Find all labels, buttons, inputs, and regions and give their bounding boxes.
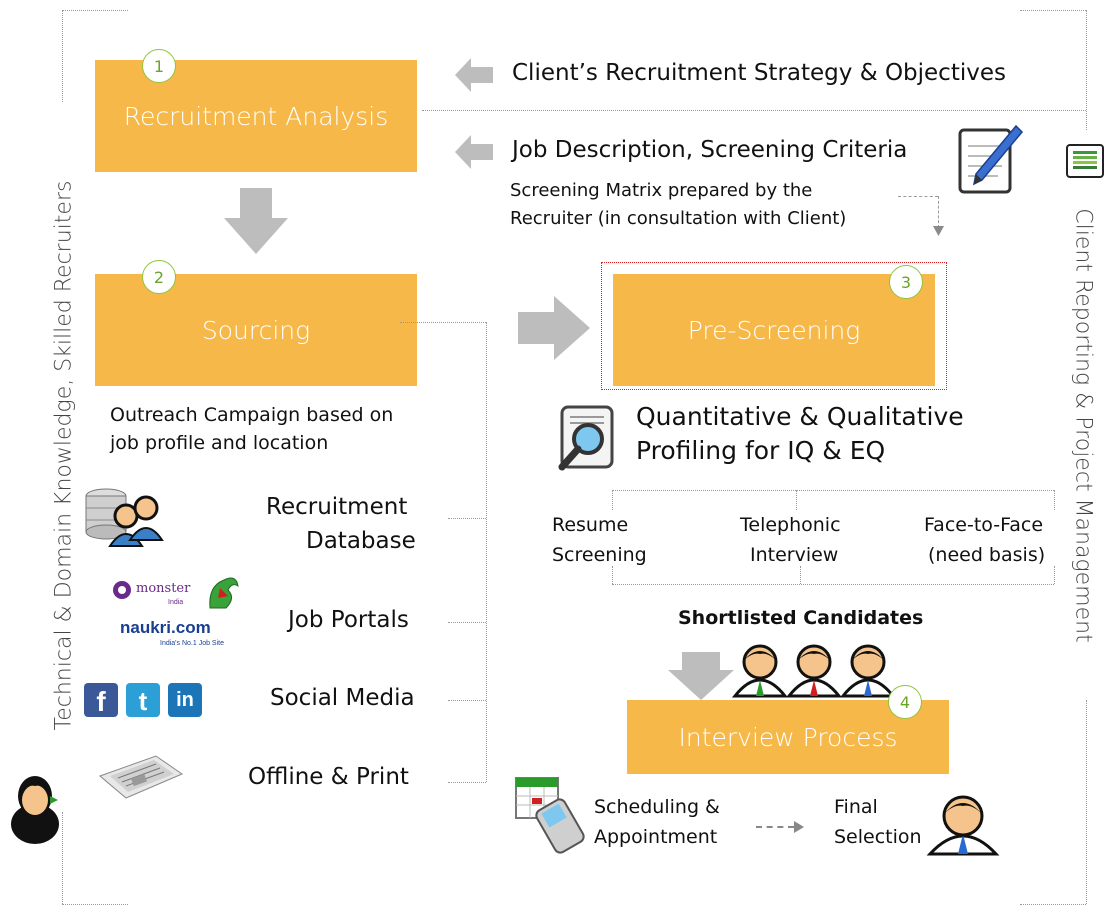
method-face-line2: (need basis) [928,544,1046,566]
step-2-badge: 2 [142,260,176,294]
methods-top-right [1054,490,1055,510]
channels-connector [486,322,487,782]
methods-bottom-mid [800,566,801,584]
method-face-line1: Face-to-Face [924,514,1044,536]
strategy-text: Client’s Recruitment Strategy & Objectiv… [512,60,1006,86]
methods-top-left [612,490,613,510]
candidate-icon-3 [839,644,897,698]
matrix-arrowhead [933,226,944,236]
frame-right-bottom [1086,700,1087,904]
method-resume-line1: Resume [552,514,629,536]
methods-bottom-line [612,584,1054,585]
methods-top-mid [796,490,797,510]
profiling-line1: Quantitative & Qualitative [636,402,964,431]
interview-process-label: Interview Process [678,722,898,752]
sourcing-connector [400,322,486,323]
matrix-connector-down [938,196,939,228]
candidate-icon-2 [785,644,843,698]
pre-screening-highlight [601,262,947,390]
facebook-icon: f [84,683,118,717]
candidate-icon-1 [731,644,789,698]
step-1-badge: 1 [142,49,176,83]
strategy-arrow-icon [455,58,493,92]
channel-social-media: Social Media [270,685,415,711]
recruitment-analysis-box: Recruitment Analysis [95,60,417,172]
recruiter-icon [11,776,59,844]
method-telephonic-line1: Telephonic [740,514,841,536]
channel-database-line1: Recruitment [266,494,408,520]
final-line1: Final [834,796,878,818]
frame-left-bottom [62,812,63,904]
job-description-arrow-icon [455,135,493,169]
method-telephonic-line2: Interview [750,544,839,566]
schedule-to-final-line [756,826,794,828]
sourcing-label: Sourcing [201,315,311,345]
shortlisted-label: Shortlisted Candidates [678,607,924,629]
notepad-pen-icon [958,124,1024,194]
matrix-text-line2: Recruiter (in consultation with Client) [510,208,847,229]
methods-bottom-left [612,566,613,584]
pre-screening-label: Pre-Screening [687,315,861,345]
step-4-badge: 4 [888,685,922,719]
profiling-line2: Profiling for IQ & EQ [636,436,886,465]
database-users-icon [85,488,164,547]
linkedin-icon: in [168,683,202,717]
scheduling-line2: Appointment [594,826,718,848]
frame-left-top [62,10,63,102]
outreach-line2: job profile and location [110,432,329,454]
pre-screening-box: Pre-Screening [613,274,935,386]
channel-offline-print: Offline & Print [248,764,409,790]
channel-database-line2: Database [306,528,416,554]
frame-bottom-right [1020,904,1086,905]
methods-bottom-right [1054,566,1055,584]
naukri-logo: naukri.com India's No.1 Job Site [120,618,224,647]
methods-top-line [612,490,1054,491]
right-arrow-icon [518,296,590,360]
job-description-text: Job Description, Screening Criteria [512,137,908,163]
method-resume-line2: Screening [552,544,647,566]
recruitment-analysis-label: Recruitment Analysis [123,101,389,131]
report-icon [1066,144,1104,178]
calendar-phone-icon [515,777,585,854]
matrix-text-line1: Screening Matrix prepared by the [510,180,813,201]
outreach-line1: Outreach Campaign based on [110,404,394,426]
channel-tick-4 [448,782,486,783]
channel-tick-1 [448,518,486,519]
strategy-connector [422,110,1086,111]
monster-logo: monster India [112,576,242,610]
frame-right-top [1086,10,1087,130]
down-arrow-icon [224,188,288,254]
scheduling-line1: Scheduling & [594,796,720,818]
down-arrow-small-icon [668,652,734,700]
magnifier-icon [558,405,614,471]
matrix-connector [898,196,938,197]
frame-top-left [62,10,128,11]
selected-candidate-icon [926,795,1000,856]
twitter-icon: t [126,683,160,717]
channel-tick-3 [448,700,486,701]
schedule-to-final-arrowhead [794,821,804,833]
final-line2: Selection [834,826,922,848]
newspaper-icon [99,755,184,799]
step-3-badge: 3 [889,265,923,299]
sourcing-box: Sourcing [95,274,417,386]
channel-tick-2 [448,622,486,623]
frame-bottom-left [62,904,128,905]
frame-top-right [1020,10,1086,11]
channel-job-portals: Job Portals [288,607,409,633]
